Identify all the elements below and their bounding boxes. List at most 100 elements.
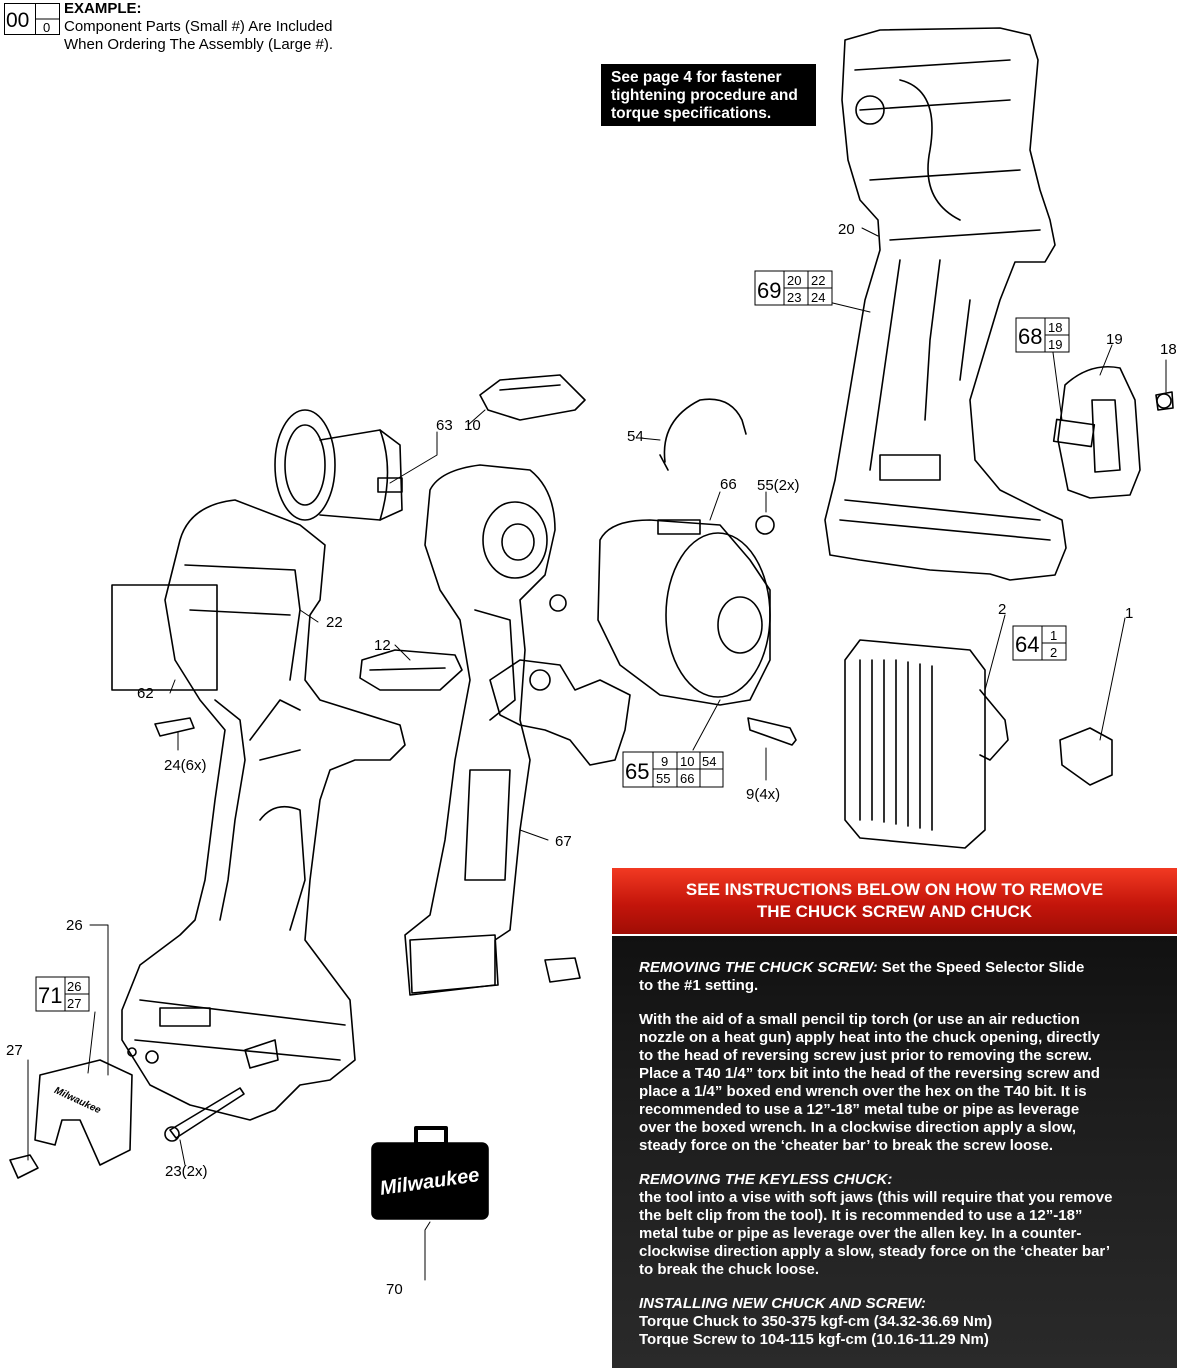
section-4-line-2: Torque Screw to 104-115 kgf-cm (10.16-11… <box>639 1331 989 1348</box>
motor-rotor-drawing <box>274 409 403 521</box>
section-3-line-5: to break the chuck loose. <box>639 1261 820 1278</box>
svg-text:0: 0 <box>43 20 50 35</box>
svg-text:22: 22 <box>811 273 825 288</box>
note-line-1: See page 4 for fastener <box>611 69 782 86</box>
svg-text:26: 26 <box>67 979 81 994</box>
section-remove-chuck: REMOVING THE KEYLESS CHUCK: the tool int… <box>639 1171 1167 1279</box>
assembly-71: 71 26 27 <box>35 976 90 1012</box>
screw-23-head-drawing <box>164 1126 180 1142</box>
callout-23: 23(2x) <box>165 1163 208 1180</box>
section-remove-screw: REMOVING THE CHUCK SCREW: Set the Speed … <box>639 959 1167 995</box>
banner-line-1: SEE INSTRUCTIONS BELOW ON HOW TO REMOVE <box>685 880 1104 899</box>
svg-text:23: 23 <box>787 290 801 305</box>
screw-23-drawing <box>169 1087 245 1139</box>
screw-9-drawing <box>747 717 797 746</box>
section-1-line-2: to the #1 setting. <box>639 977 759 994</box>
section-2-line-5: place a 1/4” boxed end wrench over the h… <box>639 1083 1087 1100</box>
fastener-note: See page 4 for fastener tightening proce… <box>601 64 816 126</box>
svg-text:65: 65 <box>625 759 649 784</box>
section-4-line-1: Torque Chuck to 350-375 kgf-cm (34.32-36… <box>639 1313 993 1330</box>
callout-55: 55(2x) <box>757 477 800 494</box>
svg-text:68: 68 <box>1018 324 1042 349</box>
svg-text:9: 9 <box>661 754 668 769</box>
svg-text:20: 20 <box>787 273 801 288</box>
callout-18: 18 <box>1160 341 1177 358</box>
svg-text:66: 66 <box>680 771 694 786</box>
assembly-64: 64 1 2 <box>1012 625 1067 661</box>
section-2-line-7: over the boxed wrench. In a clockwise di… <box>639 1119 1077 1136</box>
section-2-line-3: to the head of reversing screw just prio… <box>639 1047 1092 1064</box>
section-3-line-1: the tool into a vise with soft jaws (thi… <box>639 1189 1113 1206</box>
callout-63: 63 <box>436 417 453 434</box>
housing-half-drawing <box>824 27 1067 581</box>
section-heat-procedure: With the aid of a small pencil tip torch… <box>639 1011 1167 1155</box>
bracket-logo: Milwaukee <box>52 1085 102 1116</box>
section-4-heading: INSTALLING NEW CHUCK AND SCREW: <box>639 1295 926 1312</box>
stator-frame-drawing <box>404 464 581 996</box>
svg-text:1: 1 <box>1050 628 1057 643</box>
section-1-line-1: Set the Speed Selector Slide <box>877 959 1085 976</box>
assembly-69: 69 20 22 23 24 <box>754 270 833 306</box>
callout-1: 1 <box>1125 605 1133 622</box>
section-3-line-4: clockwise direction apply a slow, steady… <box>639 1243 1110 1260</box>
callout-54: 54 <box>627 428 644 445</box>
note-line-2: tightening procedure and <box>611 87 798 104</box>
bracket-drawing <box>34 1059 133 1166</box>
screw-24-drawing <box>154 717 195 737</box>
banner-line-2: THE CHUCK SCREW AND CHUCK <box>756 902 1033 921</box>
svg-text:00: 00 <box>6 9 29 32</box>
belt-clip-drawing <box>1052 366 1174 499</box>
svg-text:54: 54 <box>702 754 716 769</box>
note-line-3: torque specifications. <box>611 105 772 122</box>
svg-text:27: 27 <box>67 996 81 1011</box>
section-2-line-4: Place a T40 1/4” torx bit into the head … <box>639 1065 1100 1082</box>
callout-22: 22 <box>326 614 343 631</box>
callout-24: 24(6x) <box>164 757 207 774</box>
example-line-1: Component Parts (Small #) Are Included <box>64 18 333 35</box>
section-3-line-2: the belt clip from the tool). It is reco… <box>639 1207 1083 1224</box>
section-1-heading: REMOVING THE CHUCK SCREW: <box>639 959 878 976</box>
example-legend: EXAMPLE: Component Parts (Small #) Are I… <box>64 0 333 54</box>
screw-1-drawing <box>1059 727 1113 786</box>
svg-text:10: 10 <box>680 754 694 769</box>
svg-text:19: 19 <box>1048 337 1062 352</box>
gearbox-drawing <box>597 519 771 706</box>
small-washer-drawing <box>549 594 567 612</box>
callout-62: 62 <box>137 685 154 702</box>
slide-switch-drawing <box>359 649 463 691</box>
section-2-line-8: steady force on the ‘cheater bar’ to bre… <box>639 1137 1054 1154</box>
example-heading: EXAMPLE: <box>64 0 142 17</box>
assembly-68: 68 18 19 <box>1015 317 1070 353</box>
svg-text:24: 24 <box>811 290 825 305</box>
svg-text:64: 64 <box>1015 632 1039 657</box>
cover-piece-drawing <box>479 374 586 421</box>
example-assembly-box: 00 0 <box>4 3 60 35</box>
callout-27: 27 <box>6 1042 23 1059</box>
svg-text:69: 69 <box>757 278 781 303</box>
case-drawing <box>371 1126 489 1220</box>
section-2-line-6: recommended to use a 12”-18” metal tube … <box>639 1101 1080 1118</box>
section-install: INSTALLING NEW CHUCK AND SCREW: Torque C… <box>639 1295 1167 1349</box>
section-2-line-2: nozzle on a heat gun) apply heat into th… <box>639 1029 1100 1046</box>
callout-2: 2 <box>998 601 1006 618</box>
assembly-65: 65 9 10 54 55 66 <box>622 751 724 788</box>
example-line-2: When Ordering The Assembly (Large #). <box>64 36 334 53</box>
callout-66: 66 <box>720 476 737 493</box>
section-3-heading: REMOVING THE KEYLESS CHUCK: <box>639 1171 893 1188</box>
instructions-banner: SEE INSTRUCTIONS BELOW ON HOW TO REMOVE … <box>612 868 1177 934</box>
instructions-panel: REMOVING THE CHUCK SCREW: Set the Speed … <box>612 936 1177 1368</box>
chuck-drawing <box>844 639 1009 849</box>
callout-12: 12 <box>374 637 391 654</box>
screw-27-drawing <box>9 1154 39 1179</box>
svg-text:2: 2 <box>1050 645 1057 660</box>
callout-26: 26 <box>66 917 83 934</box>
callout-67: 67 <box>555 833 572 850</box>
trigger-drawing <box>489 659 631 766</box>
section-2-line-1: With the aid of a small pencil tip torch… <box>639 1011 1080 1028</box>
callout-10: 10 <box>464 417 481 434</box>
svg-text:18: 18 <box>1048 320 1062 335</box>
svg-text:55: 55 <box>656 771 670 786</box>
washer-drawing <box>755 515 775 535</box>
spring-clip-drawing <box>659 398 747 471</box>
